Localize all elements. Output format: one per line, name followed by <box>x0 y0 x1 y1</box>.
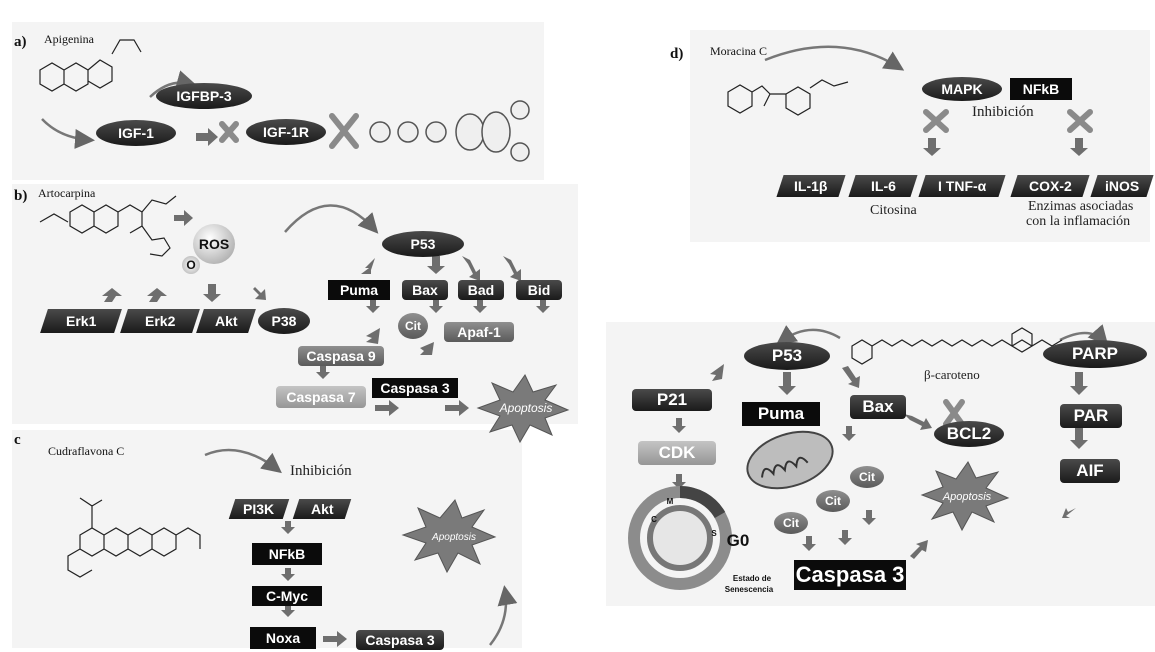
bax-node-e: Bax <box>850 395 906 419</box>
erk1-node: Erk1 <box>40 309 122 333</box>
p21-node: P21 <box>632 389 712 411</box>
apaf1-node: Apaf-1 <box>444 322 514 342</box>
parp-node: PARP <box>1043 340 1147 368</box>
tnfa-label: I TNF-α <box>937 178 987 194</box>
nfkb-node-d: NFkB <box>1010 78 1072 100</box>
inhibition-x-marks <box>219 109 1093 427</box>
apoptosis-starbursts <box>401 374 1010 574</box>
p38-node: P38 <box>258 308 310 334</box>
igf1r-node: IGF-1R <box>246 119 326 145</box>
chemical-structures <box>39 39 1063 578</box>
il6-node: IL-6 <box>848 175 918 197</box>
senescencia-label-line2: Senescencia <box>724 584 774 594</box>
erk2-node: Erk2 <box>120 309 200 333</box>
cox2-label: COX-2 <box>1028 178 1072 194</box>
par-node: PAR <box>1060 404 1122 428</box>
nfkb-node-c: NFkB <box>252 543 322 565</box>
inhibition-label-d: Inhibición <box>972 104 1034 120</box>
igfbp3-node: IGFBP-3 <box>156 83 252 109</box>
o-node: O <box>182 256 200 274</box>
g0-label: G0 <box>726 531 750 550</box>
ros-node: ROS <box>193 224 235 264</box>
puma-node-e: Puma <box>742 402 820 426</box>
mitochondria <box>746 430 834 490</box>
pi3k-label: PI3K <box>243 501 275 517</box>
igf1-node: IGF-1 <box>96 120 176 146</box>
p53-node-b: P53 <box>382 231 464 257</box>
panel-d-label: d) <box>670 46 684 62</box>
caspasa3-node-e: Caspasa 3 <box>794 560 906 590</box>
cmyc-node: C-Myc <box>252 586 322 606</box>
inos-node: iNOS <box>1090 175 1154 197</box>
aif-node: AIF <box>1060 459 1120 483</box>
senescencia-label-line1: Estado de <box>732 573 772 583</box>
bid-node: Bid <box>516 280 562 300</box>
apigenina-name: Apigenina <box>44 32 94 46</box>
cdk-node: CDK <box>638 441 716 465</box>
cit-node-e3: Cit <box>774 512 808 534</box>
cycle-m-label: M <box>666 496 674 506</box>
cell-cycle-stages <box>369 100 530 162</box>
akt-node-c: Akt <box>292 499 352 519</box>
block-arrows <box>102 128 1088 647</box>
cit-node-b: Cit <box>398 313 428 339</box>
enzimas-label-line1: Enzimas asociadas <box>1028 199 1134 214</box>
beta-caroteno-name: β-caroteno <box>924 367 980 382</box>
inhibition-label-c: Inhibición <box>290 463 352 479</box>
akt-label-b: Akt <box>214 313 238 329</box>
noxa-node: Noxa <box>250 627 316 649</box>
cudraflavona-name: Cudraflavona C <box>48 444 125 458</box>
cox2-node: COX-2 <box>1010 175 1090 197</box>
cell-cycle-ring <box>628 485 732 590</box>
cit-node-e1: Cit <box>850 466 884 488</box>
il1b-label: IL-1β <box>794 178 828 194</box>
erk2-label: Erk2 <box>144 313 176 329</box>
erk1-label: Erk1 <box>65 313 97 329</box>
il6-label: IL-6 <box>870 178 896 194</box>
panel-a-label: a) <box>14 34 27 50</box>
curved-arrows <box>41 45 1109 646</box>
puma-node-b: Puma <box>328 280 390 300</box>
bad-node: Bad <box>458 280 504 300</box>
il1b-node: IL-1β <box>776 175 846 197</box>
artocarpina-name: Artocarpina <box>38 186 96 200</box>
tnfa-node: I TNF-α <box>918 175 1006 197</box>
panel-d-background <box>690 30 1150 242</box>
caspasa7-node: Caspasa 7 <box>276 386 366 408</box>
bax-node-b: Bax <box>402 280 448 300</box>
apoptosis-label-b: Apoptosis <box>499 401 553 415</box>
mapk-node: MAPK <box>922 77 1002 101</box>
apoptosis-label-c: Apoptosis <box>432 531 476 543</box>
cycle-s-label: S <box>711 528 717 538</box>
caspasa3-node-c: Caspasa 3 <box>356 630 444 650</box>
inos-label: iNOS <box>1104 178 1140 194</box>
pi3k-node: PI3K <box>228 499 290 519</box>
p53-node-e: P53 <box>744 342 830 370</box>
moracina-name: Moracina C <box>710 44 767 58</box>
akt-node-b: Akt <box>196 309 256 333</box>
caspasa3-node-b: Caspasa 3 <box>372 378 458 398</box>
panel-b-background <box>12 184 578 424</box>
panel-b-label: b) <box>14 188 28 204</box>
akt-label-c: Akt <box>310 501 334 517</box>
enzimas-label-line2: con la inflamación <box>1026 214 1131 229</box>
caspasa9-node: Caspasa 9 <box>298 346 384 366</box>
cycle-c-label: C <box>651 514 657 524</box>
apoptosis-label-e: Apoptosis <box>942 491 992 503</box>
citosina-label: Citosina <box>870 203 917 218</box>
bcl2-node: BCL2 <box>934 421 1004 447</box>
cit-node-e2: Cit <box>816 490 850 512</box>
panel-c-label: c <box>14 432 21 448</box>
panel-a-background <box>12 22 544 180</box>
